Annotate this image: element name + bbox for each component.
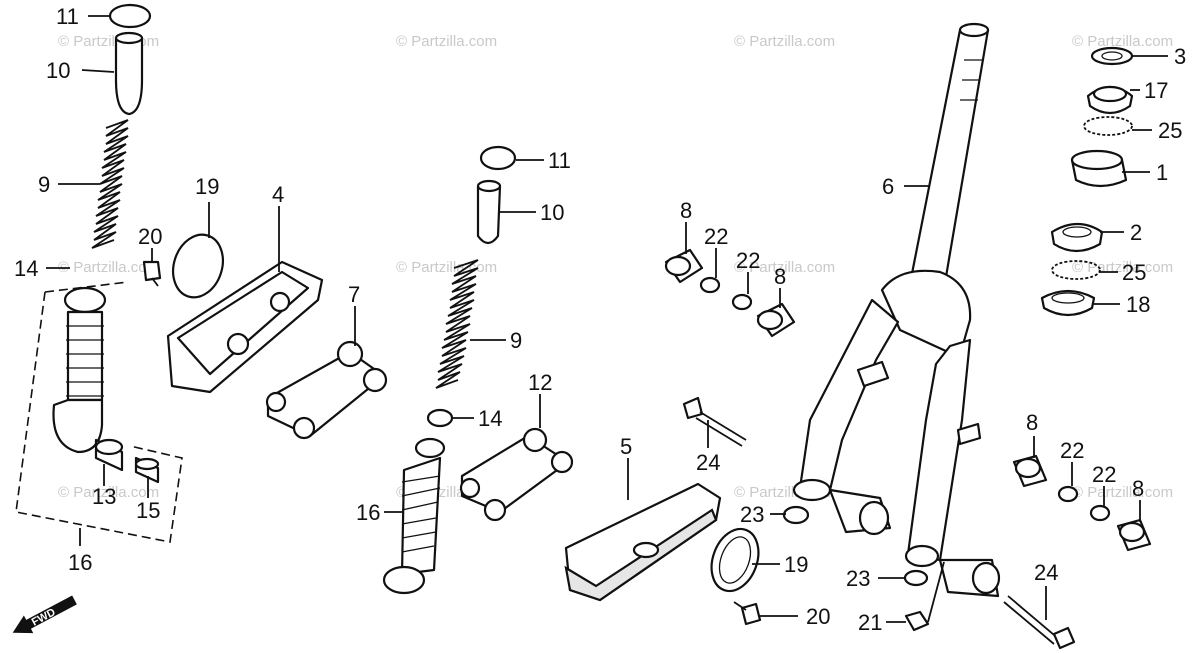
bushing-8-lower-left	[1012, 454, 1048, 488]
callout-21: 21	[858, 610, 882, 635]
watermarks: © Partzilla.com © Partzilla.com © Partzi…	[58, 33, 1173, 501]
bolt-24-upper	[682, 396, 747, 447]
callout-8: 8	[1026, 410, 1038, 435]
callout-20: 20	[806, 604, 830, 629]
callout-23: 23	[846, 566, 870, 591]
callouts: 11 10 9 14 19 20 4 7 13 15 16 11 10 9 14…	[14, 4, 1186, 635]
callout-22: 22	[1092, 462, 1116, 487]
callout-12: 12	[528, 370, 552, 395]
callout-10: 10	[540, 200, 564, 225]
mid-spring-seat	[476, 179, 502, 245]
left-link-7	[265, 340, 388, 440]
callout-4: 4	[272, 182, 284, 207]
nut-21	[904, 610, 930, 632]
bushing-8-lower-right	[1116, 518, 1152, 552]
bushing-8-upper-right	[756, 302, 796, 338]
washer-23-right	[903, 569, 929, 587]
left-spring	[91, 119, 129, 249]
left-spring-seat	[114, 31, 144, 116]
callout-9: 9	[38, 172, 50, 197]
callout-8: 8	[1132, 476, 1144, 501]
watermark: © Partzilla.com	[1072, 259, 1173, 276]
mid-link-12	[459, 427, 574, 522]
callout-8: 8	[774, 264, 786, 289]
oring-19-center	[710, 527, 760, 593]
watermark: © Partzilla.com	[1072, 484, 1173, 501]
fwd-label: FWD	[30, 606, 58, 628]
callout-16: 16	[68, 550, 92, 575]
fork-body	[792, 269, 1001, 598]
callout-14: 14	[478, 406, 502, 431]
callout-25: 25	[1158, 118, 1182, 143]
callout-5: 5	[620, 434, 632, 459]
watermark: © Partzilla.com	[396, 259, 497, 276]
callout-11: 11	[56, 4, 79, 29]
callout-1: 1	[1156, 160, 1168, 185]
left-oring-19	[172, 233, 224, 299]
left-collar-13	[94, 438, 124, 472]
oring-22-lower-a	[1057, 485, 1079, 503]
balls-25-lower	[1051, 260, 1101, 280]
callout-22: 22	[1060, 438, 1084, 463]
callout-18: 18	[1126, 292, 1150, 317]
left-bolt-20	[142, 260, 162, 287]
callout-24: 24	[696, 450, 720, 475]
callout-10: 10	[46, 58, 70, 83]
mid-cap	[479, 145, 517, 171]
balls-25-upper	[1083, 116, 1133, 136]
mid-bushing-14	[426, 408, 454, 428]
callout-20: 20	[138, 224, 162, 249]
watermark: © Partzilla.com	[1072, 33, 1173, 50]
callout-17: 17	[1144, 78, 1168, 103]
watermark: © Partzilla.com	[58, 33, 159, 50]
bolt-24-lower	[1003, 595, 1076, 650]
bushing-8-upper-left	[664, 248, 704, 284]
fwd-arrow-icon	[12, 595, 77, 634]
callout-16: 16	[356, 500, 380, 525]
oring-22-upper-a	[699, 276, 721, 294]
leader-lines	[46, 15, 1168, 623]
watermark: © Partzilla.com	[58, 259, 159, 276]
callout-22: 22	[704, 224, 728, 249]
left-group-bracket	[15, 281, 183, 543]
callout-3: 3	[1174, 44, 1186, 69]
fwd-arrow: FWD	[12, 595, 77, 634]
callout-13: 13	[92, 484, 116, 509]
callout-6: 6	[882, 174, 894, 199]
oring-22-lower-b	[1089, 504, 1111, 522]
callout-8: 8	[680, 198, 692, 223]
washer-23-center	[782, 505, 810, 525]
left-shock-damper	[52, 286, 107, 454]
callout-15: 15	[136, 498, 160, 523]
watermark: © Partzilla.com	[734, 259, 835, 276]
callout-25: 25	[1122, 260, 1146, 285]
nut-3	[1090, 46, 1134, 66]
callout-19: 19	[195, 174, 219, 199]
bearing-stack	[1040, 46, 1134, 317]
left-cap	[108, 3, 152, 29]
steering-stem-6	[904, 22, 990, 314]
callout-14: 14	[14, 256, 38, 281]
watermark: © Partzilla.com	[734, 33, 835, 50]
callout-11: 11	[548, 148, 571, 173]
bolt-20-center	[733, 601, 762, 626]
mid-shock-damper	[382, 437, 446, 595]
callout-23: 23	[740, 502, 764, 527]
left-collar-15	[134, 456, 160, 484]
callout-2: 2	[1130, 220, 1142, 245]
cover-5	[564, 482, 722, 602]
callout-24: 24	[1034, 560, 1058, 585]
left-cover-4	[166, 260, 324, 394]
watermark: © Partzilla.com	[58, 484, 159, 501]
callout-9: 9	[510, 328, 522, 353]
callout-22: 22	[736, 248, 760, 273]
oring-22-upper-b	[731, 293, 753, 311]
watermark: © Partzilla.com	[396, 33, 497, 50]
callout-19: 19	[784, 552, 808, 577]
callout-7: 7	[348, 282, 360, 307]
mid-spring	[435, 259, 479, 389]
